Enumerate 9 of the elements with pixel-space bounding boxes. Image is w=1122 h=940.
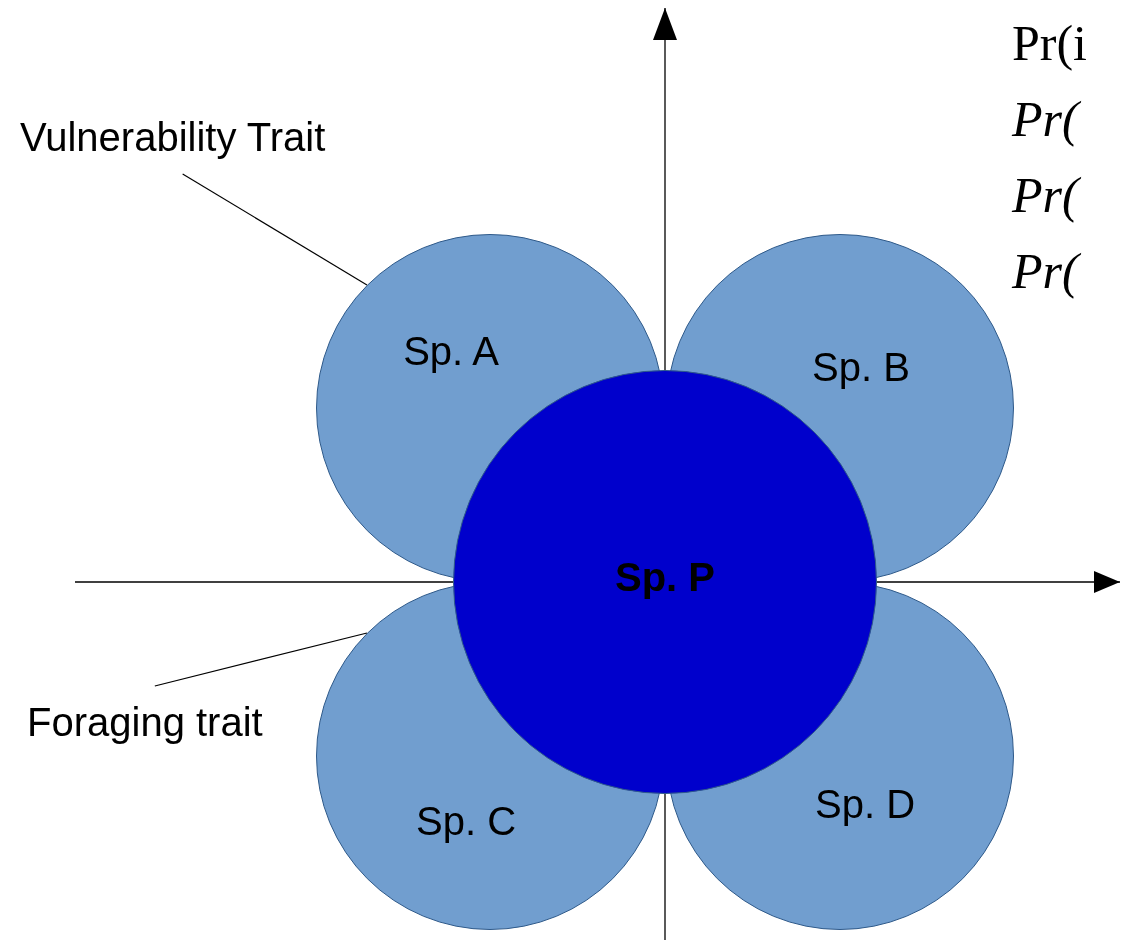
leader-line (182, 173, 368, 286)
trait-label: Foraging trait (27, 700, 263, 745)
species-label: Sp. B (812, 344, 910, 390)
leader-line (154, 632, 368, 687)
trait-label: Vulnerability Trait (20, 115, 326, 160)
species-label: Sp. C (416, 798, 516, 844)
species-label: Sp. D (815, 781, 915, 827)
species-label: Sp. P (615, 554, 715, 600)
species-label: Sp. A (403, 328, 499, 374)
